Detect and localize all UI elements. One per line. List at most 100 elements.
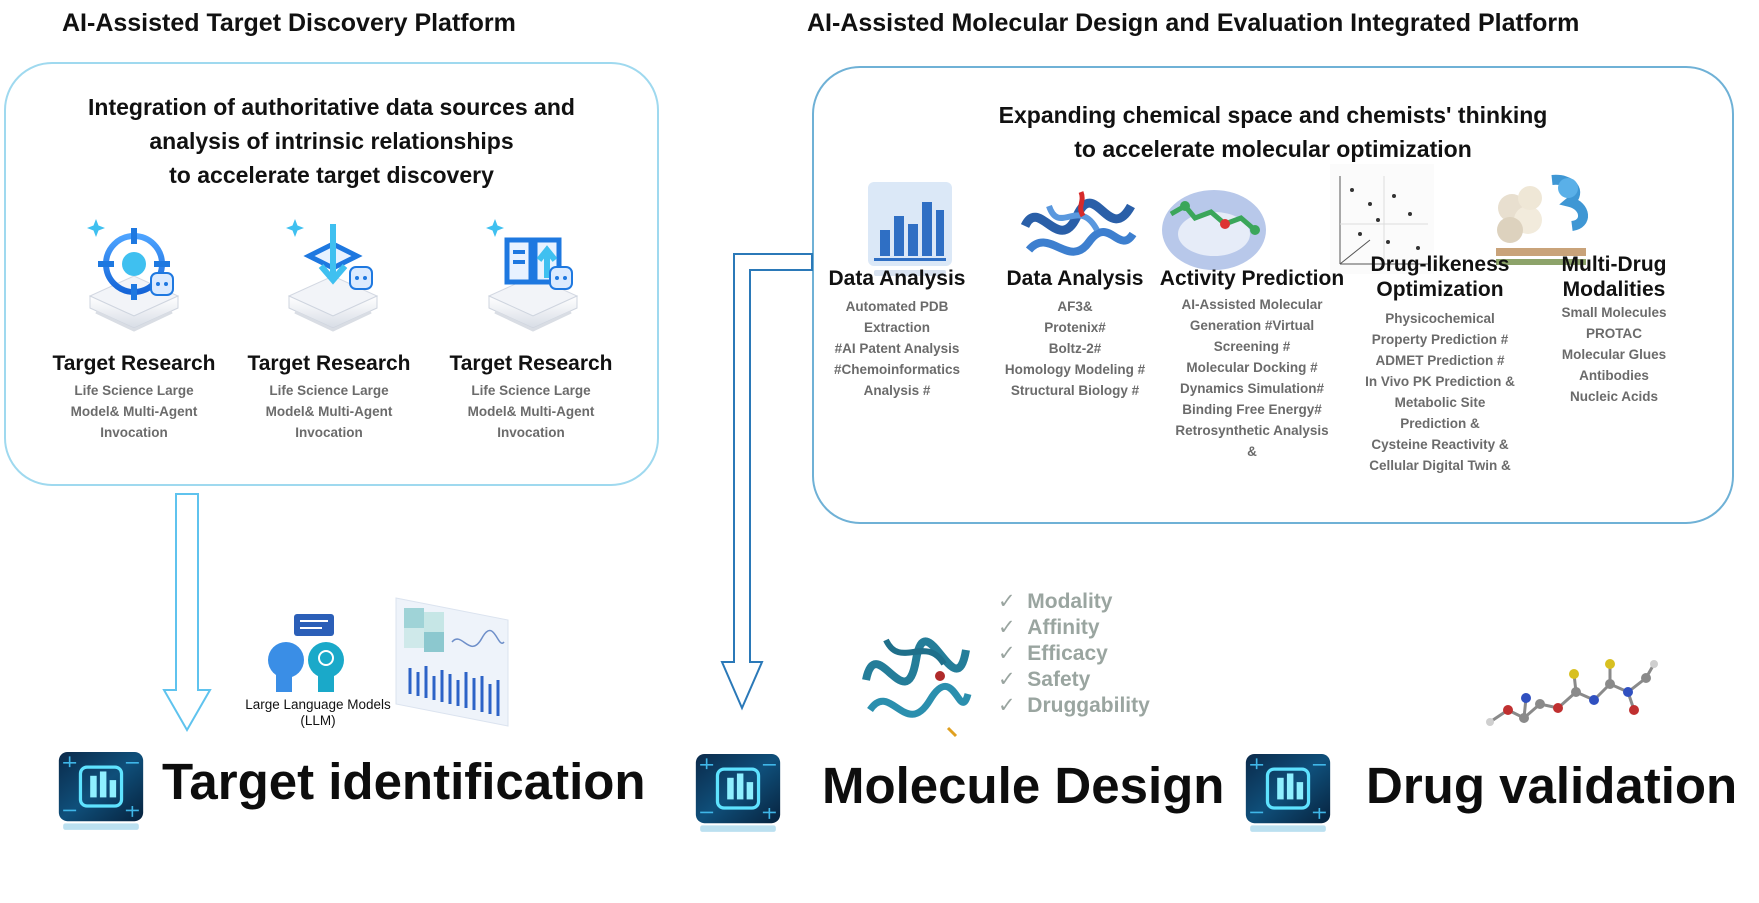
- description-line: Retrosynthetic Analysis: [1175, 423, 1329, 438]
- column-description: Small Molecules PROTAC Molecular Glues A…: [1536, 302, 1692, 407]
- column-title: Data Analysis: [1006, 267, 1144, 290]
- criteria-label: Druggability: [1027, 694, 1150, 717]
- description-line: Prediction &: [1400, 416, 1480, 431]
- stage-label-molecule-design: Molecule Design: [822, 757, 1225, 814]
- description-line: Small Molecules: [1561, 305, 1667, 320]
- right-column-2: Data Analysis AF3& Protenix# Boltz-2# Ho…: [994, 266, 1156, 401]
- description-line: Molecular Docking #: [1186, 360, 1318, 375]
- description-line: Automated PDB: [845, 299, 949, 314]
- book-upload-icon: [486, 219, 579, 332]
- description-line: ADMET Prediction #: [1375, 353, 1505, 368]
- description-line: Molecular Glues: [1561, 347, 1667, 362]
- description-line: Nucleic Acids: [1569, 389, 1659, 404]
- target-crosshair-icon: [87, 219, 180, 332]
- right-platform-panel: Expanding chemical space and chemists' t…: [812, 66, 1734, 524]
- description-line: Property Prediction #: [1371, 332, 1509, 347]
- description-line: #Chemoinformatics: [833, 362, 961, 377]
- criteria-label: Affinity: [1027, 616, 1100, 639]
- column-description: Physicochemical Property Prediction # AD…: [1350, 308, 1530, 476]
- llm-label-line: (LLM): [300, 713, 336, 728]
- check-icon: ✓: [998, 590, 1016, 613]
- criteria-label: Safety: [1027, 668, 1091, 691]
- column-title: Target Research: [52, 352, 216, 375]
- heading-line: analysis of intrinsic relationships: [149, 128, 514, 154]
- ai-chip-icon: [1244, 752, 1332, 834]
- left-platform-title: AI-Assisted Target Discovery Platform: [62, 9, 516, 37]
- description-line: Dynamics Simulation#: [1179, 381, 1325, 396]
- docking-pocket-icon: [1162, 190, 1266, 270]
- check-icon: ✓: [998, 694, 1016, 717]
- description-line: AI-Assisted Molecular: [1181, 297, 1323, 312]
- check-icon: ✓: [998, 668, 1016, 691]
- ai-chip-icon: [694, 752, 782, 834]
- criteria-item: ✓ Modality: [998, 589, 1112, 614]
- llm-label: Large Language Models (LLM): [218, 697, 418, 729]
- description-line: Life Science Large: [269, 383, 389, 398]
- criteria-item: ✓ Druggability: [998, 693, 1150, 718]
- protein-structure-icon: [1020, 191, 1137, 256]
- column-description: AF3& Protenix# Boltz-2# Homology Modelin…: [994, 296, 1156, 401]
- check-icon: ✓: [998, 642, 1016, 665]
- column-description: Automated PDB Extraction #AI Patent Anal…: [816, 296, 978, 401]
- column-description: Life Science Large Model& Multi-Agent In…: [431, 380, 631, 443]
- column-title: Target Research: [449, 352, 613, 375]
- description-line: Binding Free Energy#: [1182, 402, 1322, 417]
- left-column-3: Target Research Life Science Large Model…: [431, 351, 631, 443]
- description-line: Generation #Virtual: [1189, 318, 1315, 333]
- protein-ribbon-illustration: [862, 637, 972, 738]
- description-line: In Vivo PK Prediction &: [1365, 374, 1515, 389]
- criteria-item: ✓ Safety: [998, 667, 1090, 692]
- title-line: Optimization: [1376, 278, 1504, 301]
- left-column-2: Target Research Life Science Large Model…: [229, 351, 429, 443]
- left-platform-panel: Integration of authoritative data source…: [4, 62, 659, 486]
- description-line: Invocation: [497, 425, 565, 440]
- connector-arrow-middle: [720, 253, 813, 711]
- column-description: AI-Assisted Molecular Generation #Virtua…: [1154, 294, 1350, 462]
- column-title: Multi-Drug Modalities: [1536, 252, 1692, 302]
- heading-line: Expanding chemical space and chemists' t…: [998, 102, 1548, 128]
- description-line: Extraction: [863, 320, 931, 335]
- llm-label-line: Large Language Models: [245, 697, 391, 712]
- description-line: Cysteine Reactivity &: [1371, 437, 1509, 452]
- column-title: Data Analysis: [828, 267, 966, 290]
- stage-label-target-identification: Target identification: [162, 753, 646, 810]
- description-line: Protenix#: [1044, 320, 1106, 335]
- description-line: Model& Multi-Agent: [70, 404, 198, 419]
- multi-modality-icon: [1496, 174, 1588, 265]
- down-arrow-left: [162, 493, 212, 733]
- right-column-5: Multi-Drug Modalities Small Molecules PR…: [1536, 252, 1692, 407]
- criteria-item: ✓ Affinity: [998, 615, 1100, 640]
- description-line: Analysis #: [863, 383, 931, 398]
- right-column-1: Data Analysis Automated PDB Extraction #…: [816, 266, 978, 401]
- column-title: Target Research: [247, 352, 411, 375]
- criteria-label: Efficacy: [1027, 642, 1108, 665]
- description-line: &: [1247, 444, 1257, 459]
- check-icon: ✓: [998, 616, 1016, 639]
- download-box-icon: [286, 219, 379, 332]
- dashboard-illustration: [395, 597, 509, 727]
- column-title: Activity Prediction: [1159, 267, 1345, 290]
- heading-line: to accelerate target discovery: [169, 162, 494, 188]
- left-column-1: Target Research Life Science Large Model…: [34, 351, 234, 443]
- description-line: Antibodies: [1579, 368, 1649, 383]
- description-line: Model& Multi-Agent: [467, 404, 595, 419]
- description-line: Invocation: [295, 425, 363, 440]
- column-description: Life Science Large Model& Multi-Agent In…: [34, 380, 234, 443]
- description-line: Boltz-2#: [1048, 341, 1102, 356]
- column-description: Life Science Large Model& Multi-Agent In…: [229, 380, 429, 443]
- criteria-item: ✓ Efficacy: [998, 641, 1108, 666]
- title-line: Drug-likeness: [1370, 253, 1510, 276]
- title-line: Modalities: [1562, 278, 1666, 301]
- stage-label-drug-validation: Drug validation: [1366, 757, 1738, 814]
- description-line: PROTAC: [1586, 326, 1642, 341]
- vector-space-icon: [1330, 164, 1434, 274]
- description-line: AF3&: [1057, 299, 1093, 314]
- right-column-4: Drug-likeness Optimization Physicochemic…: [1350, 252, 1530, 476]
- description-line: Screening #: [1213, 339, 1291, 354]
- description-line: Metabolic Site: [1394, 395, 1486, 410]
- description-line: Invocation: [100, 425, 168, 440]
- right-platform-title: AI-Assisted Molecular Design and Evaluat…: [807, 9, 1580, 37]
- heading-line: Integration of authoritative data source…: [88, 94, 575, 120]
- ai-chip-icon: [57, 750, 145, 832]
- criteria-label: Modality: [1027, 590, 1113, 613]
